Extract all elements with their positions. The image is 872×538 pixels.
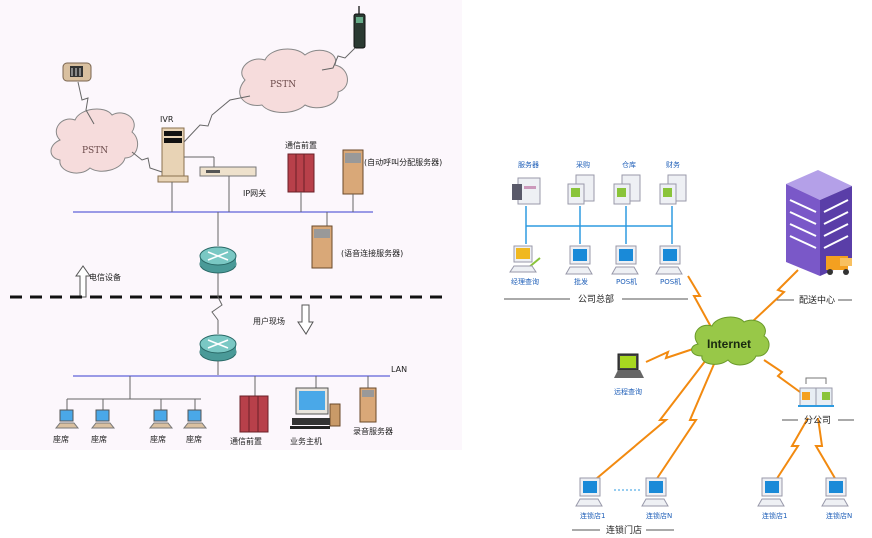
comm-frontend-top-label: 通信前置 [285,140,317,150]
link-distribution-internet [751,269,799,323]
ip-gateway-label: IP网关 [243,188,266,198]
hq-node-label: POS机 [660,277,681,286]
seat-label: 座席 [186,434,202,444]
branch-store-label: 连锁店N [826,511,852,520]
server-icon [512,177,541,205]
chain-store-n-computer-icon [641,477,669,507]
remote-query-laptop-icon [614,353,644,378]
branch-store-1-computer-icon [757,477,785,507]
call-center-network-diagram: PSTN PSTN IVR IP网关 通信前置 [0,0,462,450]
internet-label: Internet [707,337,751,351]
voice-server-icon [311,225,333,269]
link-internet-storeN [655,363,715,481]
hq-node-label: 服务器 [518,160,539,169]
finance-server-icon [659,174,687,205]
mobile-phone-icon [353,6,366,49]
voice-server-label: (语音连接服务器) [341,248,403,258]
network-links [589,269,837,485]
comm-frontend-bottom-icon [239,395,269,433]
branch-office-icon [798,377,834,407]
pos-computer-icon [611,245,639,275]
retail-chain-network-diagram: 服务器 采购 仓库 财务 [462,0,872,538]
link-remote-internet [645,347,697,363]
hq-node-label: 仓库 [622,160,636,169]
user-site-label: 用户现场 [253,316,285,326]
auto-call-server-label: (自动呼叫分配服务器) [364,157,442,167]
recording-server-label: 录音服务器 [353,426,393,436]
down-arrow-icon [297,304,314,335]
internet-cloud: Internet [691,316,770,366]
link-branch-store1 [775,417,809,481]
lan-label: LAN [391,365,407,374]
link-internet-store1 [589,359,707,485]
hq-node-label: 批发 [574,277,588,286]
business-host-label: 业务主机 [290,436,322,446]
business-host-icon [290,387,341,429]
hq-section-label: 公司总部 [578,293,614,305]
hq-node-label: 经理查询 [511,277,539,286]
router-top-icon [199,246,237,274]
distribution-center-building-icon [786,170,852,276]
branch-label: 分公司 [804,415,831,426]
chain-store-label: 连锁店1 [580,511,605,520]
hq-node-label: 采购 [576,160,590,169]
hq-node-label: POS机 [616,277,637,286]
comm-frontend-bottom-label: 通信前置 [230,436,262,446]
link-branch-storeN [814,417,837,481]
retail-chain-diagram-svg: 服务器 采购 仓库 财务 [504,160,854,536]
purchasing-server-icon [567,174,595,205]
comm-frontend-top-icon [287,153,315,193]
ip-gateway-icon [199,166,257,177]
seat-label: 座席 [91,434,107,444]
pstn-cloud-left: PSTN [50,108,139,174]
chain-store-1-computer-icon [575,477,603,507]
warehouse-server-icon [613,174,641,205]
chain-store-label: 连锁店N [646,511,672,520]
wholesale-computer-icon [565,245,593,275]
manager-query-icon [509,245,541,273]
seat-label: 座席 [150,434,166,444]
pstn-left-label: PSTN [82,146,108,156]
seat-workstation-3: 座席 [148,399,174,444]
seat-label: 座席 [53,434,69,444]
pstn-cloud-top: PSTN [239,48,348,113]
seat-workstation-2: 座席 [90,399,116,444]
up-arrow-icon [75,265,91,298]
remote-query-label: 远程查询 [614,387,642,396]
ivr-server-icon [157,127,189,183]
pstn-top-label: PSTN [270,80,296,90]
router-bottom-icon [199,334,237,362]
auto-call-server-icon [342,149,364,195]
seat-workstation-1: 座席 [53,399,80,444]
branch-store-label: 连锁店1 [762,511,787,520]
link-hq-internet [687,275,717,337]
chain-section-label: 连锁门店 [606,524,642,536]
recording-server-icon [359,387,377,423]
call-center-diagram-svg: PSTN PSTN IVR IP网关 通信前置 [10,6,445,446]
seat-workstation-4: 座席 [182,399,208,444]
telecom-equipment-label: 电信设备 [89,272,121,282]
desk-phone-icon [62,62,92,82]
hq-node-label: 财务 [666,160,680,169]
pos-computer-icon [655,245,683,275]
link-internet-branch [763,359,801,393]
distribution-center-label: 配送中心 [799,294,835,306]
branch-store-n-computer-icon [821,477,849,507]
ivr-label: IVR [160,115,174,124]
